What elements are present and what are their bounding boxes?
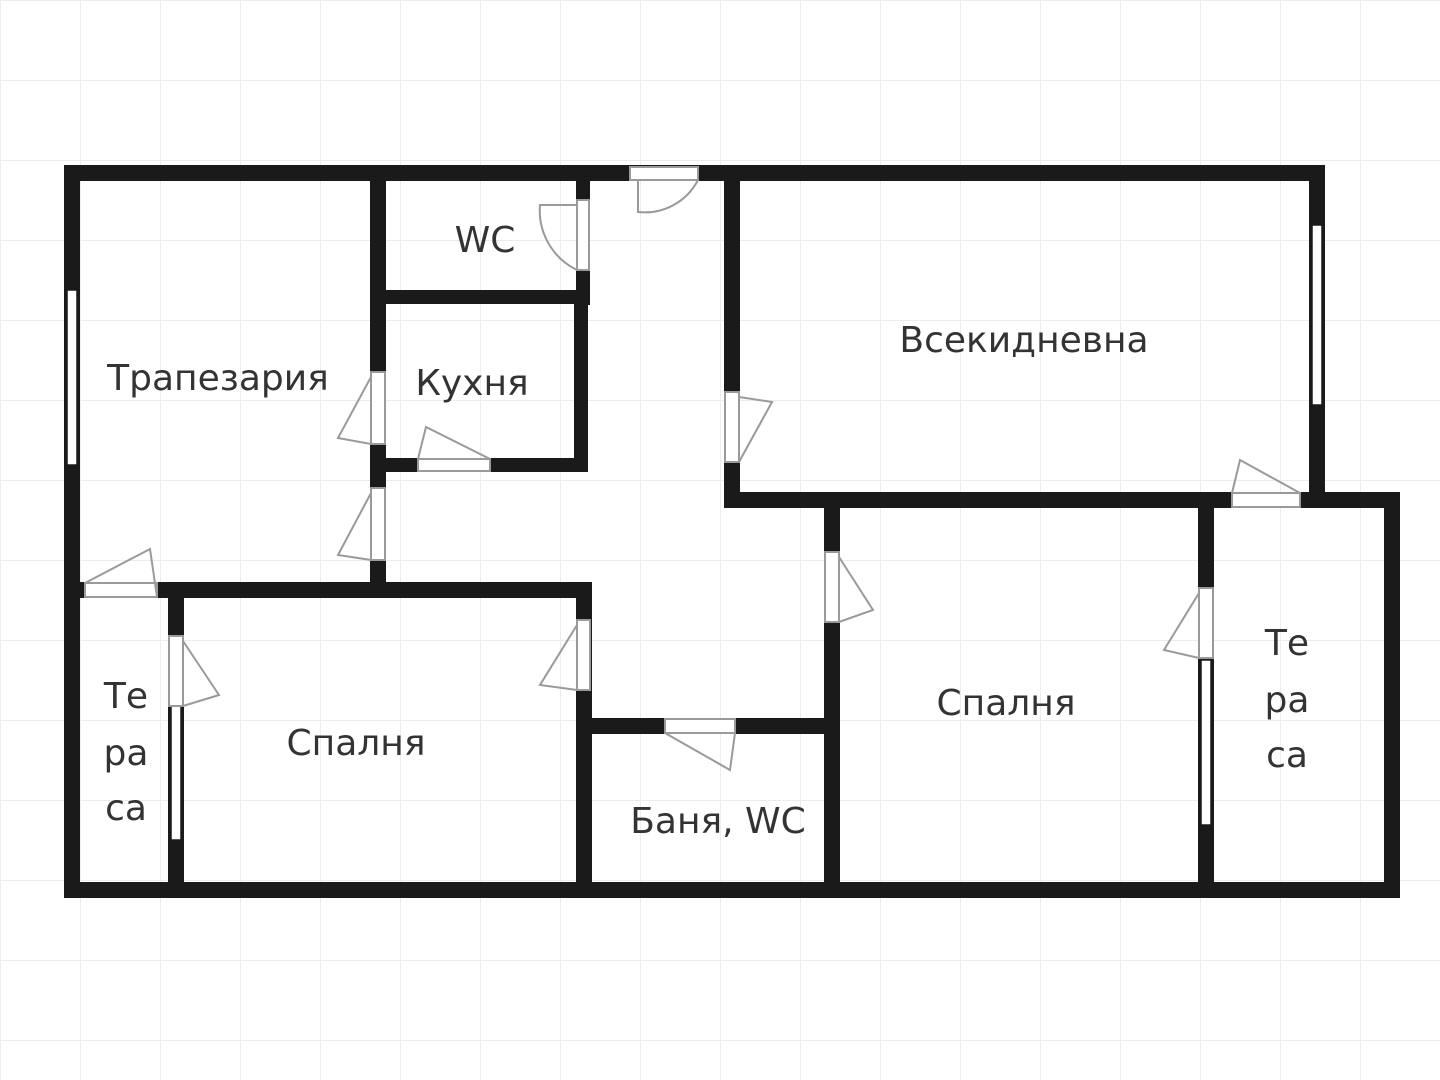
room-labels: Трапезария WC Кухня Всекидневна Спалня С… xyxy=(103,220,1310,842)
label-terrace-left-line1: Те xyxy=(103,676,148,717)
label-bedroom-left: Спалня xyxy=(287,723,426,764)
door-kitchen xyxy=(417,425,491,472)
door-terrace-left xyxy=(84,547,158,598)
outer-wall-bottom xyxy=(64,882,1400,898)
door-terrace-right-top xyxy=(1231,458,1301,508)
label-wc: WC xyxy=(455,220,516,261)
door-dining xyxy=(336,371,386,445)
label-terrace-left-line2: ра xyxy=(104,733,149,774)
outer-wall-right-lower xyxy=(1384,492,1400,898)
label-bathroom: Баня, WC xyxy=(630,801,806,842)
label-terrace-left-line3: са xyxy=(105,788,147,829)
door-bedroom-right xyxy=(824,551,875,623)
wall-wc-kitchen xyxy=(370,290,588,304)
door-bathroom xyxy=(664,718,736,772)
window-living xyxy=(1311,224,1323,406)
windows xyxy=(66,224,1323,841)
label-terrace-right-line1: Те xyxy=(1264,623,1309,664)
wall-kitchen-east xyxy=(574,290,588,472)
window-terrace-left xyxy=(170,704,182,841)
label-terrace-right-line3: са xyxy=(1266,735,1308,776)
outer-wall-left xyxy=(64,165,80,898)
label-bedroom-right: Спалня xyxy=(937,683,1076,724)
door-dining-lower xyxy=(336,487,386,561)
door-wc xyxy=(538,199,590,271)
window-dining xyxy=(66,289,78,466)
door-bedroom-terrace-left xyxy=(168,635,221,707)
label-dining-room: Трапезария xyxy=(106,358,329,399)
outer-wall-step xyxy=(1309,492,1400,508)
door-bedroom-left xyxy=(538,619,591,691)
label-terrace-right-line2: ра xyxy=(1265,680,1310,721)
label-living-room: Всекидневна xyxy=(899,320,1148,361)
wall-living-south xyxy=(724,492,1324,508)
door-bedroom-terrace-right xyxy=(1162,587,1214,659)
doors xyxy=(84,166,1301,772)
wall-dining-south xyxy=(64,582,590,598)
label-kitchen: Кухня xyxy=(415,363,528,404)
window-terrace-right xyxy=(1200,659,1212,826)
door-living xyxy=(724,391,774,463)
door-entrance xyxy=(629,166,699,214)
